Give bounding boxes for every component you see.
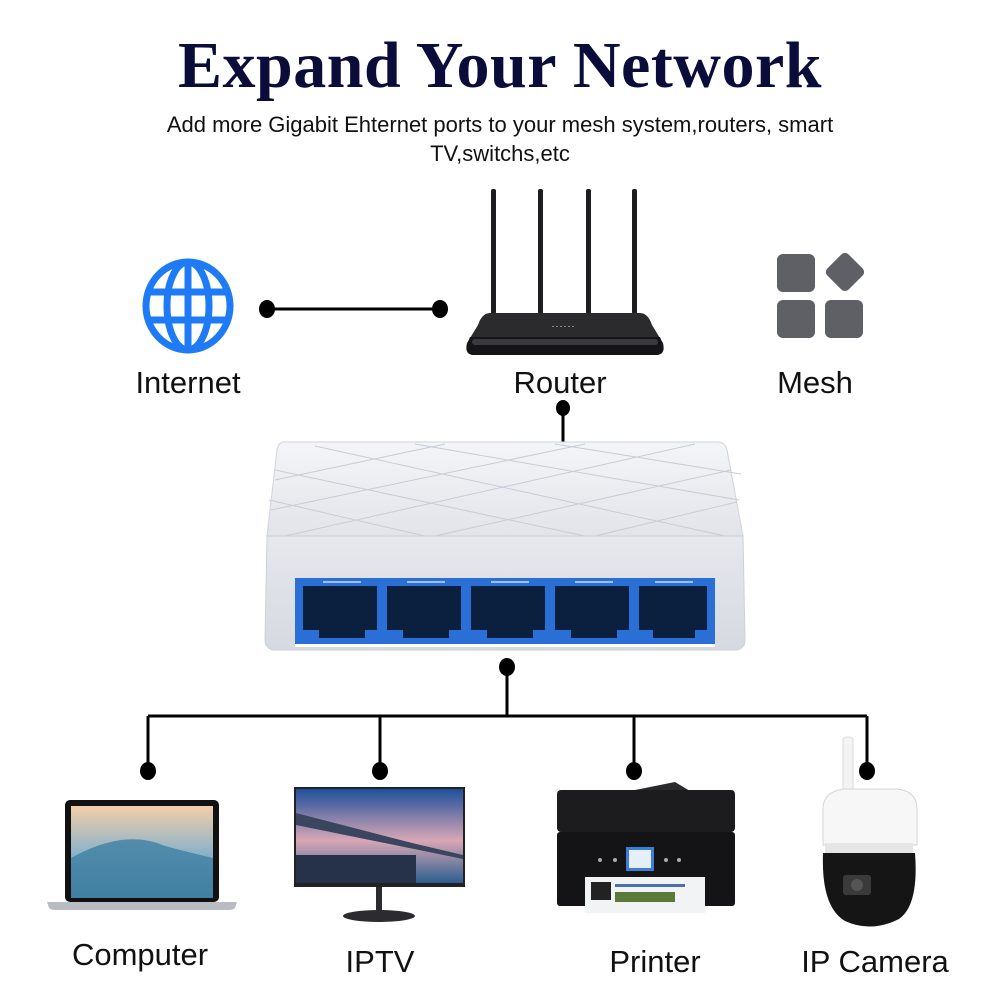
switch-devices-tree (140, 658, 875, 780)
laptop-icon (47, 800, 237, 910)
printer-label: Printer (609, 944, 701, 979)
iptv-label: IPTV (345, 944, 415, 979)
router-switch-link (556, 400, 570, 442)
computer-label: Computer (71, 937, 209, 972)
ip-camera-icon (822, 736, 918, 927)
internet-router-link (259, 300, 448, 318)
monitor-icon (294, 787, 465, 922)
mesh-grid-icon (777, 252, 865, 338)
ethernet-switch-icon (264, 441, 746, 651)
mesh-label: Mesh (777, 365, 853, 400)
page-subtitle: Add more Gigabit Ehternet ports to your … (166, 112, 834, 166)
globe-icon (142, 258, 234, 354)
router-icon (466, 189, 664, 355)
ip-camera-label: IP Camera (801, 944, 949, 979)
printer-icon (557, 782, 735, 913)
page-title: Expand Your Network (178, 29, 822, 102)
internet-label: Internet (135, 365, 241, 400)
router-label: Router (513, 365, 607, 400)
